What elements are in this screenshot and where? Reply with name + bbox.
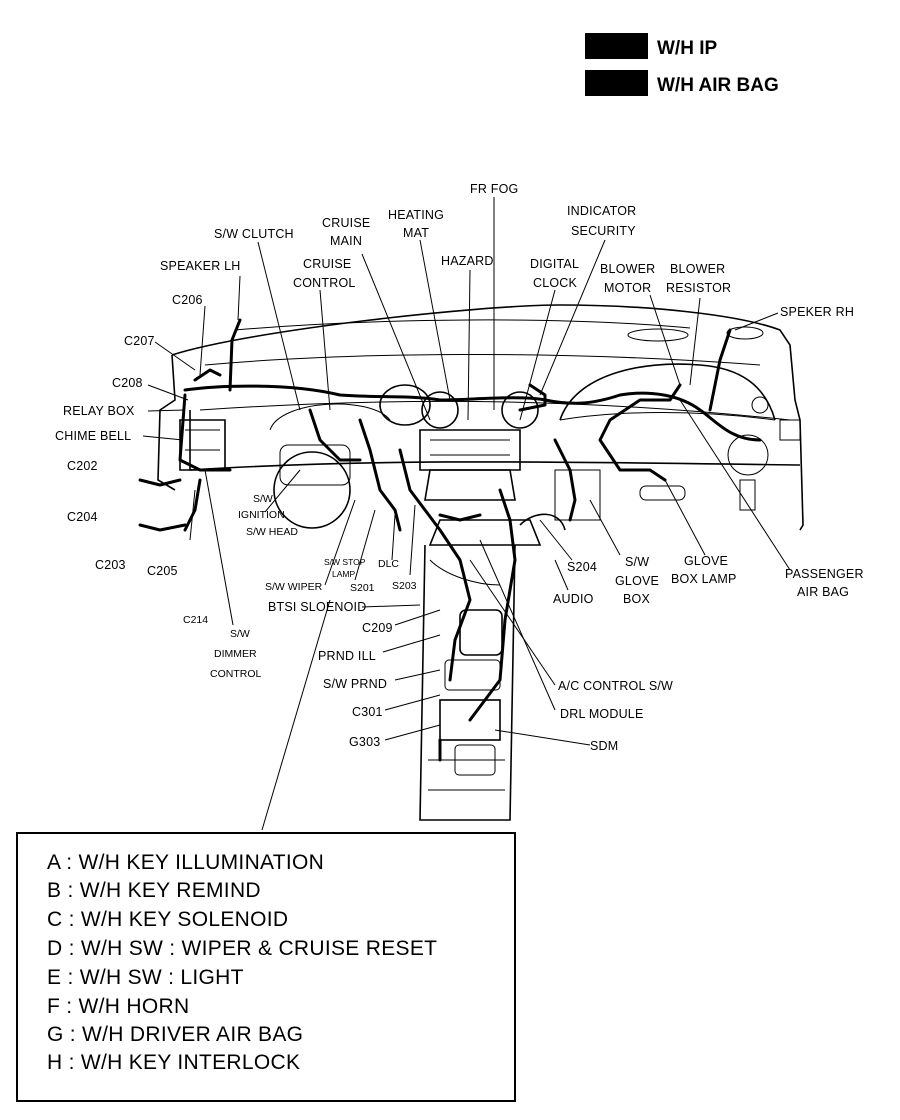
label-c204: C204 — [67, 510, 98, 524]
label-g303: G303 — [349, 735, 380, 749]
label-cruise-main-2: MAIN — [330, 234, 362, 248]
label-cruise-control-2: CONTROL — [293, 276, 356, 290]
key-item-h: H : W/H KEY INTERLOCK — [47, 1051, 300, 1074]
label-cruise-main-1: CRUISE — [322, 216, 370, 230]
label-indicator-1: INDICATOR — [567, 204, 636, 218]
key-item-g: G : W/H DRIVER AIR BAG — [47, 1023, 303, 1046]
label-digital-2: CLOCK — [533, 276, 578, 290]
legend-swatch-wh-ip — [585, 33, 648, 59]
label-sw-glove-2: GLOVE — [615, 574, 659, 588]
legend-label-wh-ip: W/H IP — [657, 38, 717, 59]
key-item-a: A : W/H KEY ILLUMINATION — [47, 851, 324, 874]
label-heating-2: MAT — [403, 226, 429, 240]
label-c205: C205 — [147, 564, 178, 578]
label-c206: C206 — [172, 293, 203, 307]
label-audio: AUDIO — [553, 592, 594, 606]
legend: W/H IP W/H AIR BAG — [585, 33, 779, 96]
label-btsi: BTSI SLOENOID — [268, 600, 366, 614]
label-dlc: DLC — [378, 558, 399, 570]
label-c214: C214 — [183, 614, 208, 626]
label-drl-module: DRL MODULE — [560, 707, 644, 721]
label-relay-box: RELAY BOX — [63, 404, 135, 418]
label-sw-prnd: S/W PRND — [323, 677, 387, 691]
legend-label-wh-airbag: W/H AIR BAG — [657, 75, 779, 96]
label-fr-fog: FR FOG — [470, 182, 518, 196]
harness-routing — [138, 318, 762, 762]
legend-swatch-wh-airbag — [585, 70, 648, 96]
label-passenger-airbag-2: AIR BAG — [797, 585, 849, 599]
label-sw-clutch: S/W CLUTCH — [214, 227, 294, 241]
label-hazard: HAZARD — [441, 254, 494, 268]
label-c208: C208 — [112, 376, 143, 390]
label-c207: C207 — [124, 334, 155, 348]
key-item-d: D : W/H SW : WIPER & CRUISE RESET — [47, 937, 437, 960]
label-speker-rh: SPEKER RH — [780, 305, 854, 319]
label-sw-stop-2: LAMP — [332, 569, 355, 579]
label-c209: C209 — [362, 621, 393, 635]
label-sw-dimmer-3: CONTROL — [210, 668, 261, 680]
label-s201: S201 — [350, 582, 375, 594]
label-heating-1: HEATING — [388, 208, 444, 222]
label-cruise-control-1: CRUISE — [303, 257, 351, 271]
label-sw-stop-1: S/W STOP — [324, 557, 366, 567]
label-sw-ignition-3: S/W HEAD — [246, 526, 298, 538]
key-box-frame — [16, 832, 516, 1102]
label-blower-resistor-1: BLOWER — [670, 262, 725, 276]
label-indicator-2: SECURITY — [571, 224, 636, 238]
label-c202: C202 — [67, 459, 98, 473]
label-blower-resistor-2: RESISTOR — [666, 281, 731, 295]
component-labels: FR FOG INDICATOR SECURITY HEATING MAT CR… — [55, 182, 864, 753]
label-ac-control: A/C CONTROL S/W — [558, 679, 673, 693]
label-blower-motor-1: BLOWER — [600, 262, 655, 276]
label-sw-ignition-2: IGNITION — [238, 509, 285, 521]
label-sdm: SDM — [590, 739, 618, 753]
key-item-e: E : W/H SW : LIGHT — [47, 966, 244, 989]
label-glove-lamp-2: BOX LAMP — [671, 572, 737, 586]
label-digital-1: DIGITAL — [530, 257, 579, 271]
label-sw-ignition-1: S/W — [253, 493, 273, 505]
label-c301: C301 — [352, 705, 383, 719]
label-sw-dimmer-2: DIMMER — [214, 648, 257, 660]
label-blower-motor-2: MOTOR — [604, 281, 651, 295]
label-prnd-ill: PRND ILL — [318, 649, 376, 663]
label-s204: S204 — [567, 560, 597, 574]
leader-lines — [142, 197, 791, 831]
label-sw-dimmer-1: S/W — [230, 628, 250, 640]
harness-key-box: A : W/H KEY ILLUMINATION B : W/H KEY REM… — [16, 832, 516, 1102]
label-speaker-lh: SPEAKER LH — [160, 259, 241, 273]
label-glove-lamp-1: GLOVE — [684, 554, 728, 568]
key-item-f: F : W/H HORN — [47, 995, 189, 1018]
key-item-b: B : W/H KEY REMIND — [47, 879, 261, 902]
label-chime-bell: CHIME BELL — [55, 429, 131, 443]
label-c203: C203 — [95, 558, 126, 572]
label-sw-wiper: S/W WIPER — [265, 581, 323, 593]
label-sw-glove-3: BOX — [623, 592, 650, 606]
label-passenger-airbag-1: PASSENGER — [785, 567, 864, 581]
label-s203: S203 — [392, 580, 417, 592]
key-item-c: C : W/H KEY SOLENOID — [47, 908, 288, 931]
label-sw-glove-1: S/W — [625, 555, 649, 569]
